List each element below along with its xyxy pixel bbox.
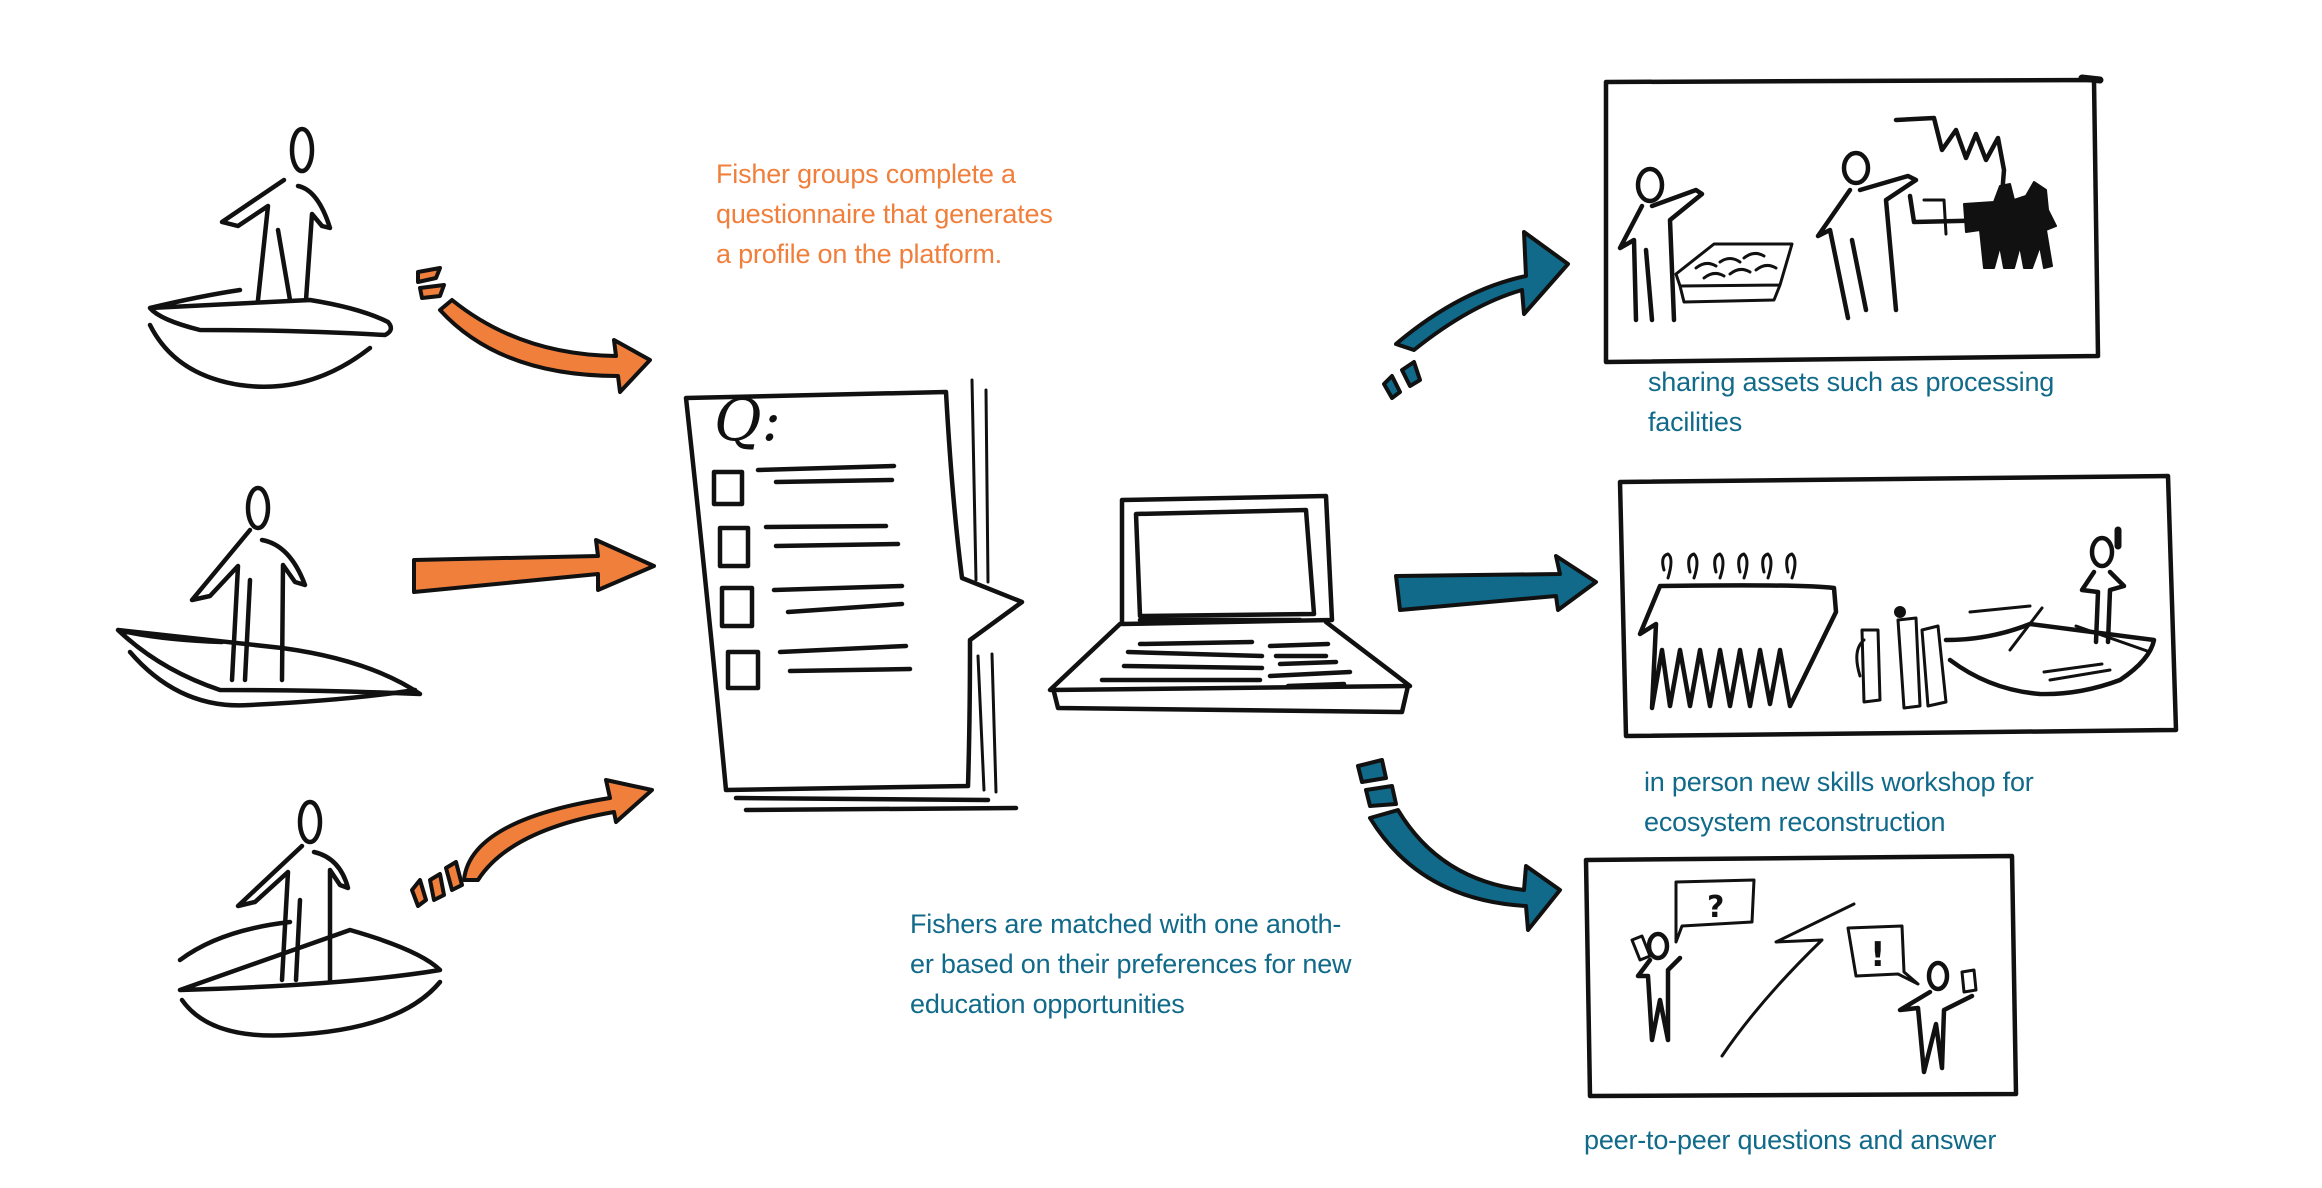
matching-caption: Fishers are matched with one anoth- er b… [910, 909, 1352, 1019]
panel-assets-caption: sharing assets such as processing facili… [1648, 367, 2055, 437]
checkbox-icon [717, 525, 751, 569]
checkbox-icon [725, 649, 761, 691]
orange-arrow-1 [416, 266, 652, 394]
checkbox-icon [711, 469, 745, 507]
orange-arrow-3 [410, 778, 654, 908]
teal-arrow-down [1356, 758, 1562, 932]
person-on-boat-figure [2079, 526, 2127, 645]
question-mark-glyph: ? [1707, 890, 1724, 925]
connection-line [1720, 902, 1856, 1058]
boat-icon [177, 919, 443, 1038]
questionnaire-heading: Q: [714, 386, 781, 454]
panel-sharing-assets [1603, 74, 2104, 365]
fisher-figure [219, 126, 333, 303]
person-with-tablet-figure [1630, 931, 1683, 1043]
question-speech-bubble: ? [1674, 878, 1756, 944]
fisher-figure [235, 799, 351, 983]
group-of-people-icon [1637, 552, 1839, 711]
questionnaire-caption: Fisher groups complete a questionnaire t… [716, 159, 1053, 269]
panel-workshop-caption: in person new skills workshop for ecosys… [1644, 767, 2034, 837]
checkbox-list [711, 463, 913, 691]
panel-skills-workshop [1617, 473, 2179, 739]
questionnaire-document: Q: [683, 378, 1025, 813]
fisher-group-2 [115, 485, 423, 708]
panel-qa-caption: peer-to-peer questions and answer [1584, 1125, 1997, 1155]
boat-icon [147, 287, 394, 389]
orange-arrow-2 [412, 538, 656, 594]
panel-peer-to-peer-qa: ? ! [1583, 853, 2019, 1099]
checkbox-row [717, 523, 901, 569]
laptop-icon [1047, 493, 1413, 715]
checkbox-row [711, 463, 897, 507]
checkbox-row [719, 583, 905, 629]
person-figure [1617, 166, 1705, 323]
answer-speech-bubble: ! [1846, 924, 1920, 986]
exclamation-mark-glyph: ! [1870, 935, 1886, 975]
person-figure [1815, 150, 1919, 321]
fisher-group-3 [177, 799, 443, 1038]
dive-gear-icon [1855, 606, 1948, 710]
boat-icon [115, 627, 423, 708]
group-silhouette-icon [1963, 181, 2057, 269]
fisher-group-1 [147, 126, 394, 389]
fishing-boat-icon [1943, 604, 2157, 697]
checkbox-icon [719, 585, 755, 629]
teal-arrow-up [1382, 230, 1570, 400]
fisher-figure [189, 485, 308, 683]
checkbox-row [725, 643, 913, 691]
person-with-phone-figure [1897, 960, 1978, 1075]
fish-crate-icon [1674, 242, 1794, 304]
teal-arrow-right [1394, 554, 1598, 612]
